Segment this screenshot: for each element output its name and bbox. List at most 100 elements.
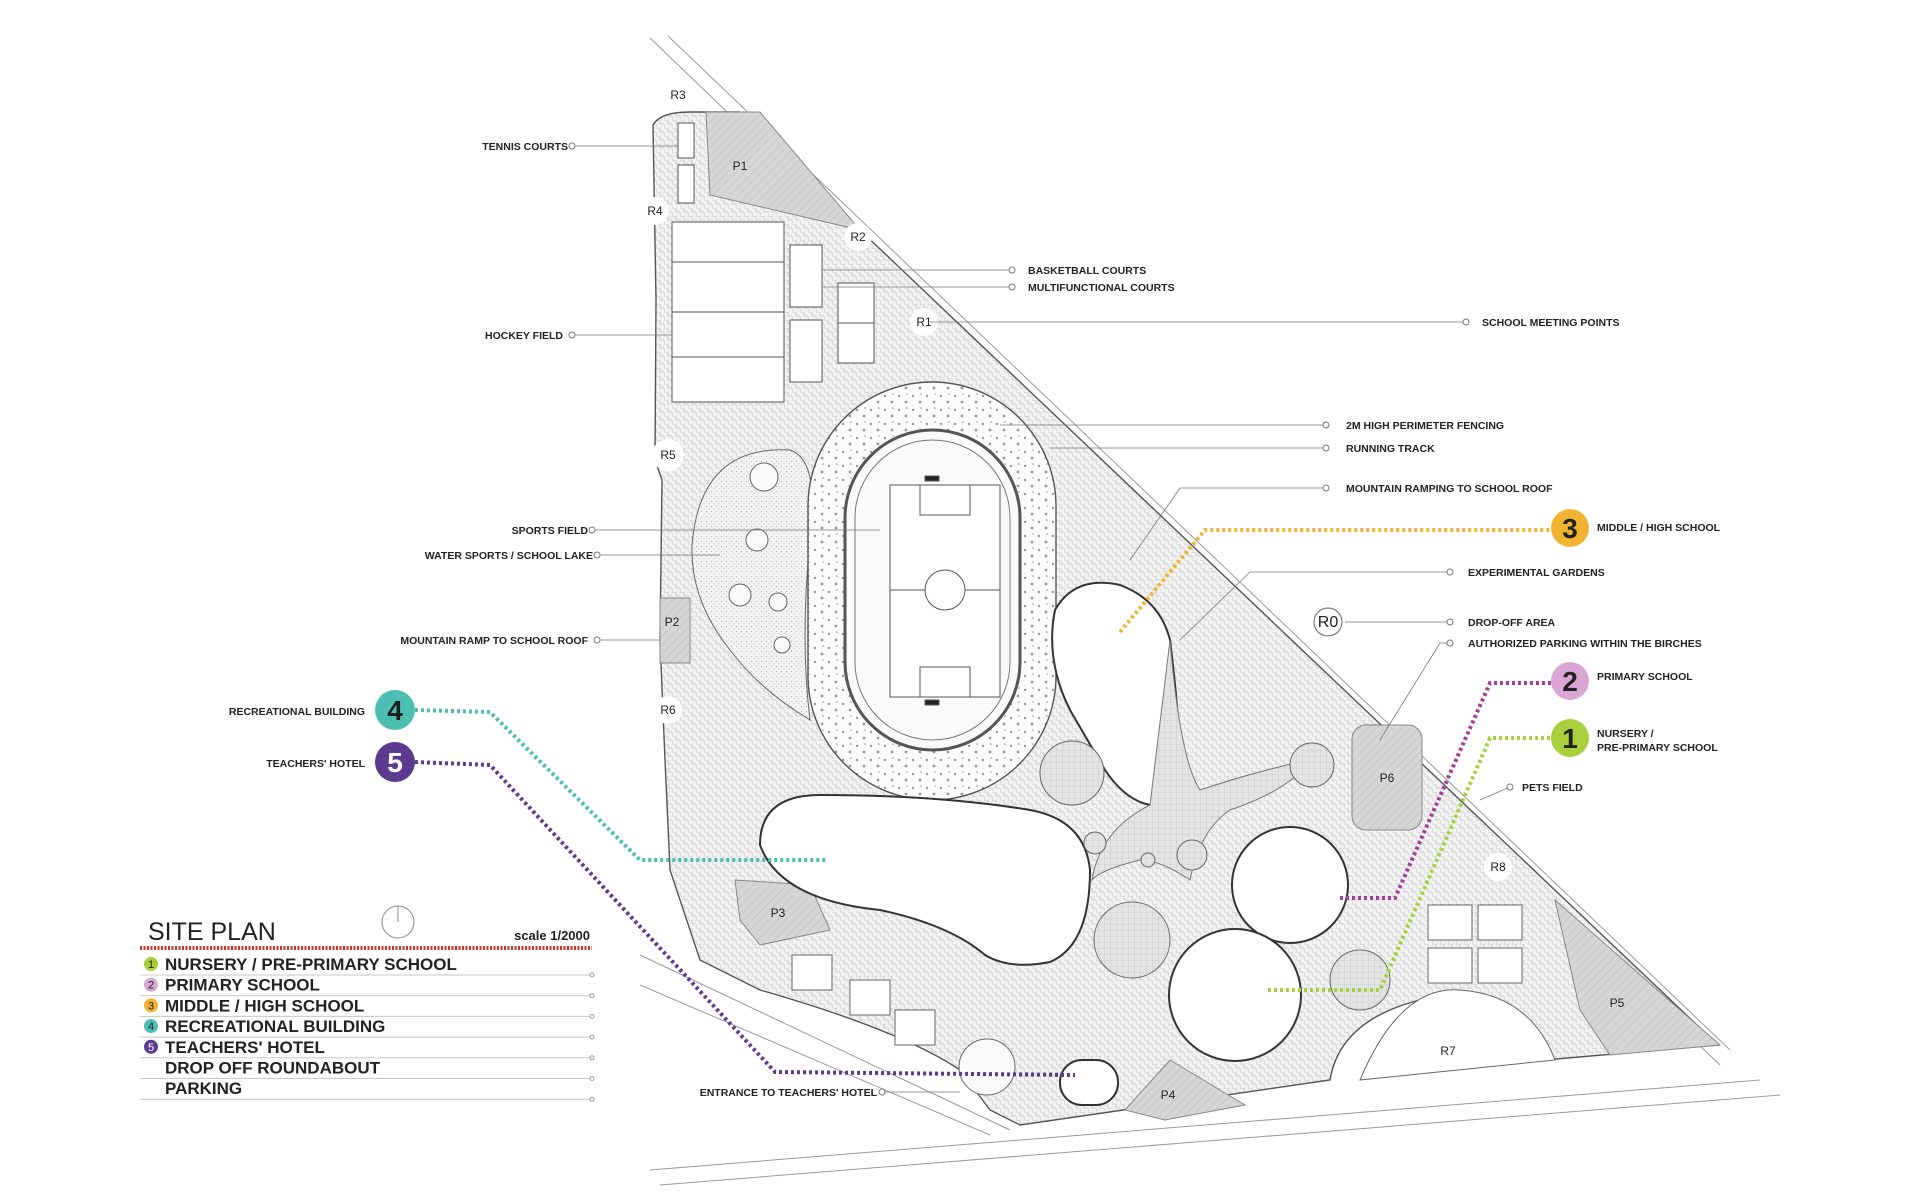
legend-label: NURSERY / PRE-PRIMARY SCHOOL xyxy=(165,955,457,974)
legend-label: PARKING xyxy=(165,1079,242,1098)
tennis-court-1 xyxy=(677,122,695,159)
teachers-hotel xyxy=(1059,1059,1119,1106)
label-running-track: RUNNING TRACK xyxy=(1346,443,1435,455)
legend-number: 1 xyxy=(148,959,154,971)
legend-swatch xyxy=(144,1039,158,1054)
parking-codes: P1 P2 P3 P4 P5 P6 xyxy=(665,159,1625,1102)
basketball-court-2 xyxy=(789,319,823,383)
legend-swatch xyxy=(144,957,158,971)
code-p6: P6 xyxy=(1380,771,1395,785)
legend-swatch xyxy=(144,1019,158,1034)
label-authorized-parking: AUTHORIZED PARKING WITHIN THE BIRCHES xyxy=(1468,638,1702,650)
label-fencing: 2M HIGH PERIMETER FENCING xyxy=(1346,420,1504,432)
code-r4: R4 xyxy=(647,204,663,218)
label-sports-field: SPORTS FIELD xyxy=(512,525,589,537)
label-tennis-courts: TENNIS COURTS xyxy=(482,141,568,153)
leader-4 xyxy=(414,708,828,862)
label-dropoff-area: DROP-OFF AREA xyxy=(1468,617,1556,629)
legend-swatch xyxy=(144,998,158,1013)
code-r3: R3 xyxy=(670,88,686,102)
code-p4: P4 xyxy=(1161,1088,1176,1102)
code-r8: R8 xyxy=(1490,860,1506,874)
code-r2: R2 xyxy=(850,230,866,244)
basketball-court-1 xyxy=(789,244,823,308)
round-features xyxy=(1039,740,1391,1011)
legend-label: MIDDLE / HIGH SCHOOL xyxy=(165,996,364,1015)
code-r5: R5 xyxy=(660,448,676,462)
legend-label: TEACHERS' HOTEL xyxy=(165,1038,325,1057)
code-r1: R1 xyxy=(916,315,932,329)
leader-3 xyxy=(1118,528,1552,634)
roundabout xyxy=(958,1038,1016,1096)
buildings xyxy=(758,581,1349,1106)
parking-p6 xyxy=(1351,724,1423,831)
parking-areas xyxy=(659,111,1722,1121)
code-r6: R6 xyxy=(660,703,676,717)
code-r0: R0 xyxy=(1318,614,1339,631)
label-hockey-field: HOCKEY FIELD xyxy=(485,330,563,342)
marker-4-label: RECREATIONAL BUILDING xyxy=(229,706,365,718)
legend-title: SITE PLAN xyxy=(148,918,276,946)
marker-4: 4 RECREATIONAL BUILDING xyxy=(229,690,415,730)
building-leaders xyxy=(414,528,1552,1077)
sports-field xyxy=(889,475,1001,706)
legend-label: PRIMARY SCHOOL xyxy=(165,976,320,995)
label-meeting-points: SCHOOL MEETING POINTS xyxy=(1482,317,1619,329)
legend-swatch xyxy=(144,977,158,992)
legend-number: 2 xyxy=(148,980,154,992)
building-primary xyxy=(1231,826,1349,944)
legend-row: 4 RECREATIONAL BUILDING xyxy=(140,1017,595,1040)
marker-3: 3 MIDDLE / HIGH SCHOOL xyxy=(1551,509,1721,547)
svg-text:5: 5 xyxy=(387,747,403,778)
label-basketball: BASKETBALL COURTS xyxy=(1028,265,1146,277)
legend-row: 2 PRIMARY SCHOOL xyxy=(140,976,595,999)
tennis-court-2 xyxy=(677,164,695,204)
label-water-sports: WATER SPORTS / SCHOOL LAKE xyxy=(425,550,593,562)
legend-row: PARKING xyxy=(140,1079,595,1102)
building-recreational xyxy=(758,793,1092,966)
lake-islands xyxy=(728,462,791,654)
legend-number: 5 xyxy=(148,1042,154,1054)
parking-p4 xyxy=(1124,1059,1247,1121)
svg-text:3: 3 xyxy=(1562,513,1578,544)
leader-1 xyxy=(1268,736,1552,992)
marker-2-label: PRIMARY SCHOOL xyxy=(1597,671,1693,683)
legend-items: 1 NURSERY / PRE-PRIMARY SCHOOL 2 PRIMARY SC… xyxy=(140,955,595,1102)
svg-text:2: 2 xyxy=(1562,666,1578,697)
building-nursery xyxy=(1168,928,1302,1062)
code-p3: P3 xyxy=(771,906,786,920)
marker-2: 2 PRIMARY SCHOOL xyxy=(1551,662,1693,700)
callout-dots xyxy=(568,142,1514,1096)
legend-label: RECREATIONAL BUILDING xyxy=(165,1017,385,1036)
marker-3-label: MIDDLE / HIGH SCHOOL xyxy=(1597,522,1721,534)
legend-number: 3 xyxy=(148,1000,154,1012)
legend-scale: scale 1/2000 xyxy=(514,928,590,943)
marker-5: 5 TEACHERS' HOTEL xyxy=(266,742,415,782)
marker-1-label-2: PRE-PRIMARY SCHOOL xyxy=(1597,742,1718,754)
legend-row: DROP OFF ROUNDABOUT xyxy=(140,1059,595,1081)
code-p2: P2 xyxy=(665,615,680,629)
legend-row: 3 MIDDLE / HIGH SCHOOL xyxy=(140,996,595,1019)
legend-label: DROP OFF ROUNDABOUT xyxy=(165,1059,381,1078)
legend: SITE PLAN scale 1/2000 1 NURSERY / PRE-PR… xyxy=(140,905,595,1102)
legend-number: 4 xyxy=(148,1021,154,1033)
label-experimental-gardens: EXPERIMENTAL GARDENS xyxy=(1468,567,1605,579)
svg-text:4: 4 xyxy=(387,695,403,726)
callout-lines xyxy=(572,145,1511,1093)
leader-5 xyxy=(414,760,1076,1077)
parking-p2 xyxy=(659,597,691,664)
code-p5: P5 xyxy=(1610,996,1625,1010)
code-r7: R7 xyxy=(1440,1044,1456,1058)
marker-1: 1 NURSERY / PRE-PRIMARY SCHOOL xyxy=(1551,719,1718,757)
legend-row: 1 NURSERY / PRE-PRIMARY SCHOOL xyxy=(140,955,595,978)
parking-stalls xyxy=(791,904,1523,1046)
roundabout-codes: R3 R4 R2 R1 R5 R6 R0 R8 R7 xyxy=(641,81,1556,1081)
callout-labels: TENNIS COURTS HOCKEY FIELD SPORTS FIELD … xyxy=(400,141,1701,1099)
parking-p5 xyxy=(1554,898,1722,1056)
code-p1: P1 xyxy=(733,159,748,173)
legend-row: 5 TEACHERS' HOTEL xyxy=(140,1038,595,1061)
label-entrance-hotel: ENTRANCE TO TEACHERS' HOTEL xyxy=(700,1087,878,1099)
label-multifunctional: MULTIFUNCTIONAL COURTS xyxy=(1028,282,1175,294)
marker-1-label-1: NURSERY / xyxy=(1597,728,1654,740)
